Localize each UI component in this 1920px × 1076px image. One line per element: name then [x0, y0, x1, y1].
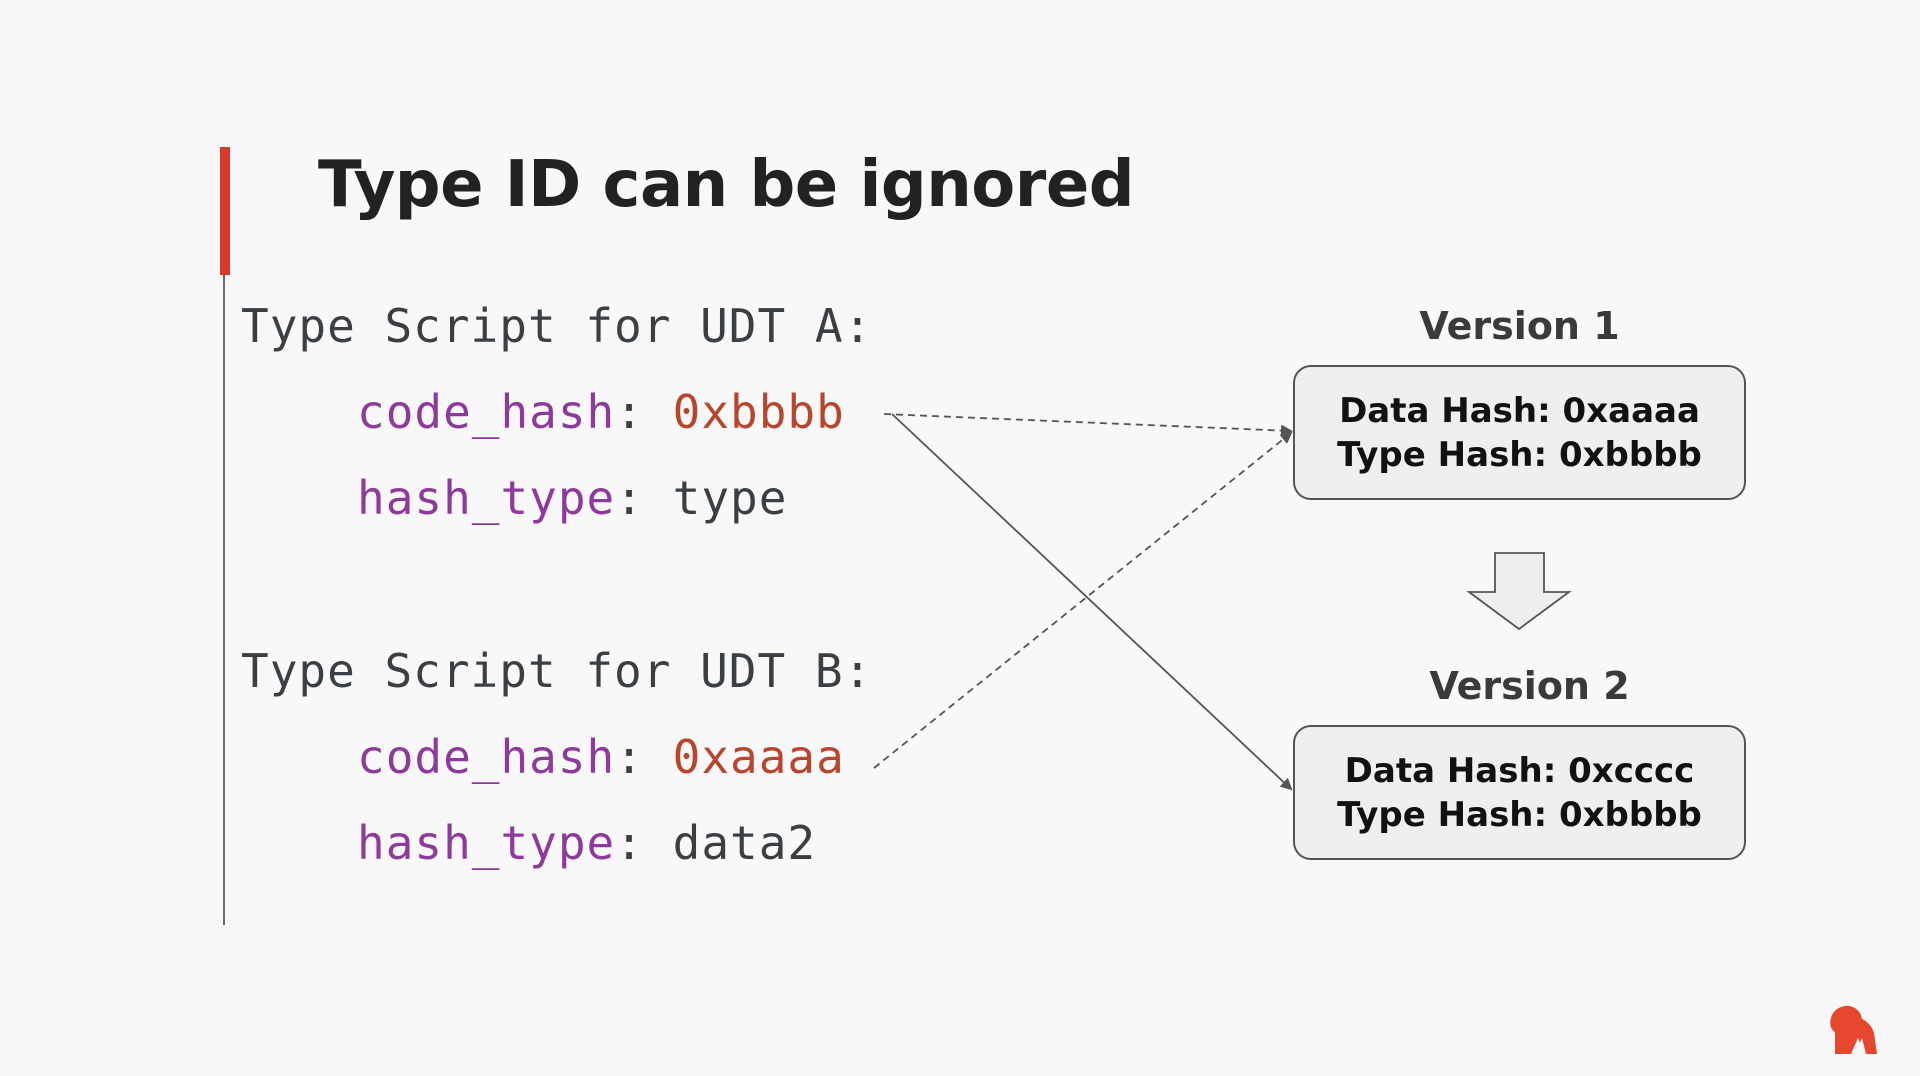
- udt-a-hash-type-colon: :: [615, 471, 644, 525]
- connector-a-to-version-2: [891, 413, 1293, 791]
- title-accent-bar: [220, 147, 230, 275]
- udt-a-hash-type-value: type: [672, 471, 788, 525]
- down-arrow-icon: [1466, 552, 1572, 631]
- left-rule-line: [223, 275, 225, 925]
- udt-b-code-hash-line: code_hash: 0xaaaa: [357, 730, 845, 784]
- udt-b-hash-type-colon: :: [615, 816, 644, 870]
- udt-a-code-hash-line: code_hash: 0xbbbb: [357, 385, 845, 439]
- udt-b-code-hash-value: 0xaaaa: [672, 730, 845, 784]
- logo-icon: [1830, 1005, 1877, 1054]
- version-1-type-hash: Type Hash: 0xbbbb: [1337, 434, 1702, 475]
- version-2-label: Version 2: [1429, 664, 1630, 708]
- udt-b-hash-type-key: hash_type: [357, 816, 616, 870]
- udt-a-code-hash-key: code_hash: [357, 385, 616, 439]
- udt-a-hash-type-key: hash_type: [357, 471, 616, 525]
- version-2-data-hash: Data Hash: 0xcccc: [1344, 750, 1695, 791]
- connector-b-to-version-1: [873, 431, 1293, 769]
- udt-b-hash-type-line: hash_type: data2: [357, 816, 816, 870]
- connector-a-to-version-1: [883, 413, 1293, 437]
- udt-a-code-hash-colon: :: [615, 385, 644, 439]
- slide-title: Type ID can be ignored: [318, 148, 1135, 222]
- udt-a-heading: Type Script for UDT A:: [241, 299, 873, 353]
- udt-a-hash-type-line: hash_type: type: [357, 471, 787, 525]
- udt-a-code-hash-value: 0xbbbb: [672, 385, 845, 439]
- version-1-box: Data Hash: 0xaaaa Type Hash: 0xbbbb: [1293, 365, 1746, 500]
- version-1-label: Version 1: [1419, 304, 1620, 348]
- version-1-data-hash: Data Hash: 0xaaaa: [1339, 390, 1700, 431]
- version-2-box: Data Hash: 0xcccc Type Hash: 0xbbbb: [1293, 725, 1746, 860]
- version-2-type-hash: Type Hash: 0xbbbb: [1337, 794, 1702, 835]
- udt-b-hash-type-value: data2: [672, 816, 817, 870]
- udt-b-code-hash-colon: :: [615, 730, 644, 784]
- udt-b-code-hash-key: code_hash: [357, 730, 616, 784]
- udt-b-heading: Type Script for UDT B:: [241, 644, 873, 698]
